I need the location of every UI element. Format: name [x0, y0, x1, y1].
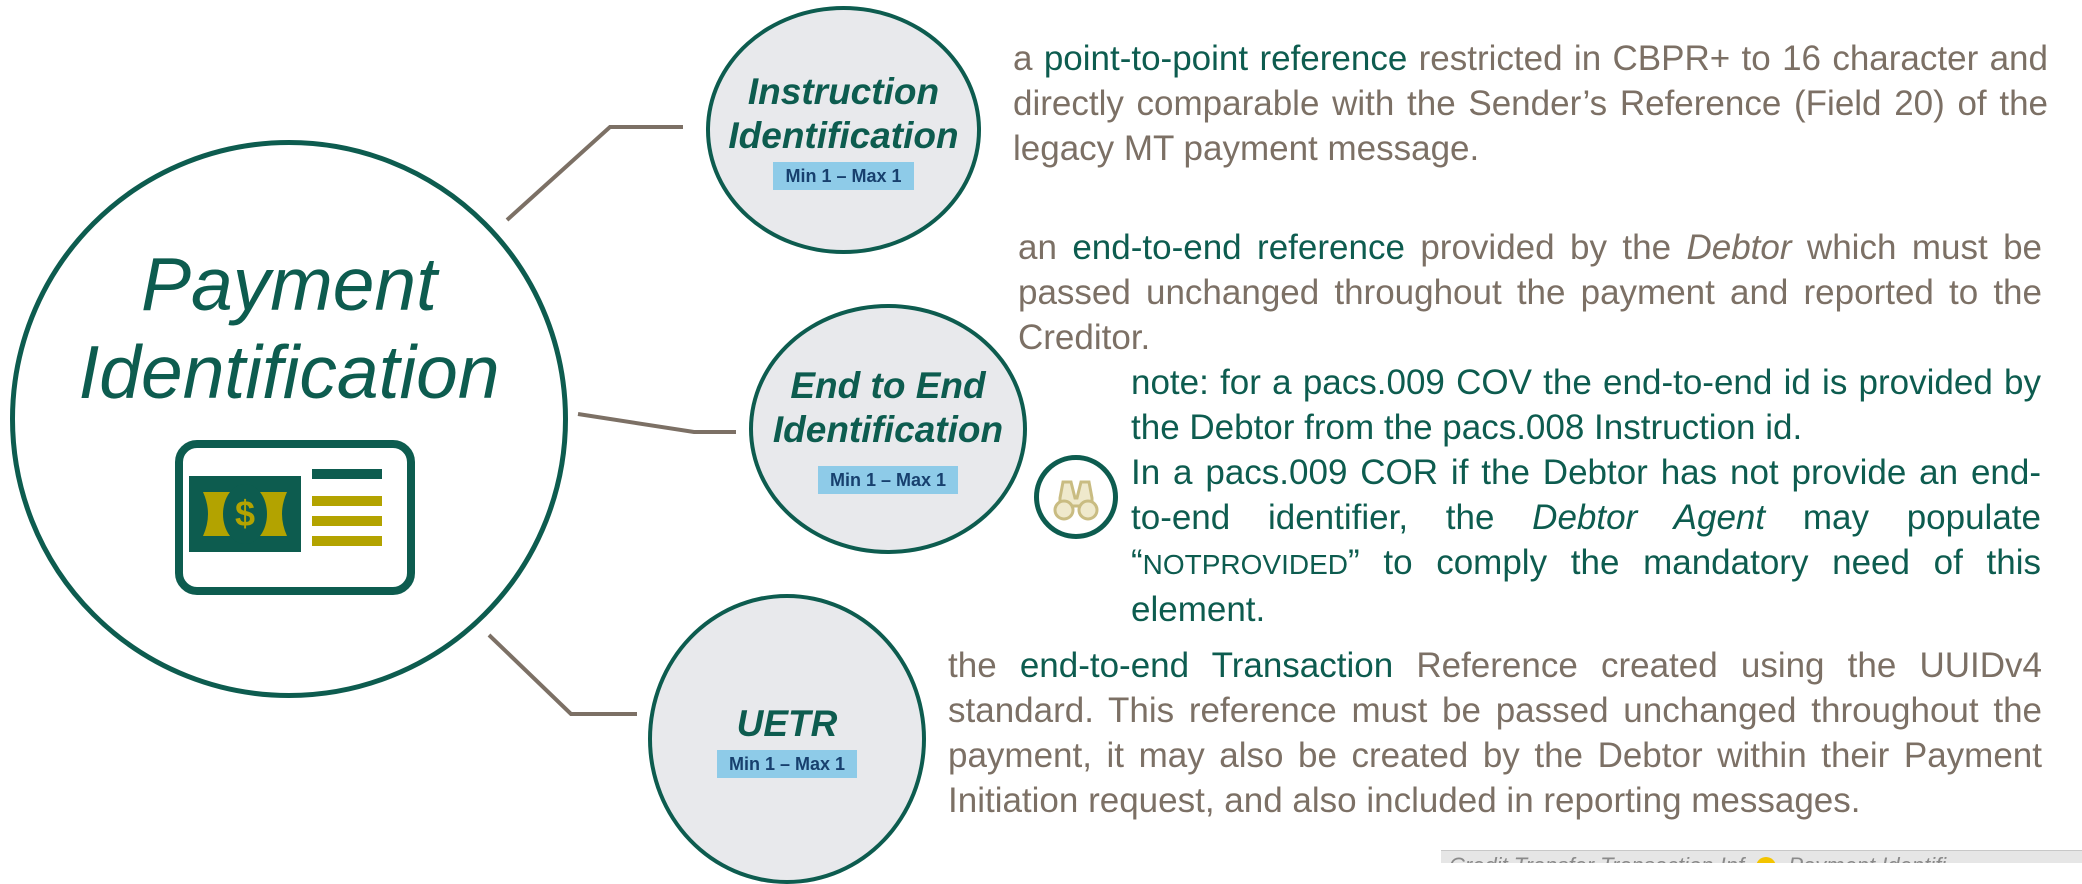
binoculars-badge: [1034, 455, 1118, 539]
svg-text:$: $: [235, 493, 255, 534]
binoculars-icon: [1053, 480, 1099, 521]
breadcrumb-current: Payment Identifi: [1788, 853, 1946, 863]
breadcrumb-parent[interactable]: Credit Transfer Transaction Inf: [1449, 853, 1744, 863]
bubble-title: End to End Identification: [772, 365, 1004, 450]
connector-lines: [487, 125, 736, 716]
end-to-end-description: an end-to-end reference provided by the …: [1018, 228, 2043, 357]
connector-uetr: [487, 633, 637, 716]
connector-end-to-end: [577, 412, 736, 434]
main-title: Payment Identification: [78, 242, 500, 414]
uetr-description: the end-to-end Transaction Reference cre…: [948, 646, 2042, 820]
bubble-title: UETR: [736, 703, 838, 744]
instruction-identification-bubble: Instruction Identification Min 1 – Max 1: [706, 6, 981, 254]
clock-icon: [1756, 857, 1777, 863]
cardinality-badge: Min 1 – Max 1: [773, 162, 914, 190]
connector-instruction: [505, 125, 683, 222]
payment-identification-circle: Payment Identification $: [10, 140, 568, 698]
instruction-identification-description: a point-to-point reference restricted in…: [1013, 39, 2048, 168]
uetr-bubble: UETR Min 1 – Max 1: [648, 594, 926, 884]
end-to-end-identification-bubble: End to End Identification Min 1 – Max 1: [749, 304, 1027, 554]
bubble-title: Instruction Identification: [728, 71, 959, 156]
cardinality-badge: Min 1 – Max 1: [716, 750, 858, 778]
cardinality-badge: Min 1 – Max 1: [817, 466, 959, 494]
breadcrumb: Credit Transfer Transaction Inf Payment …: [1441, 850, 2082, 863]
money-card-icon: $: [175, 440, 415, 595]
end-to-end-note: note: for a pacs.009 COV the end-to-end …: [1131, 363, 2041, 629]
